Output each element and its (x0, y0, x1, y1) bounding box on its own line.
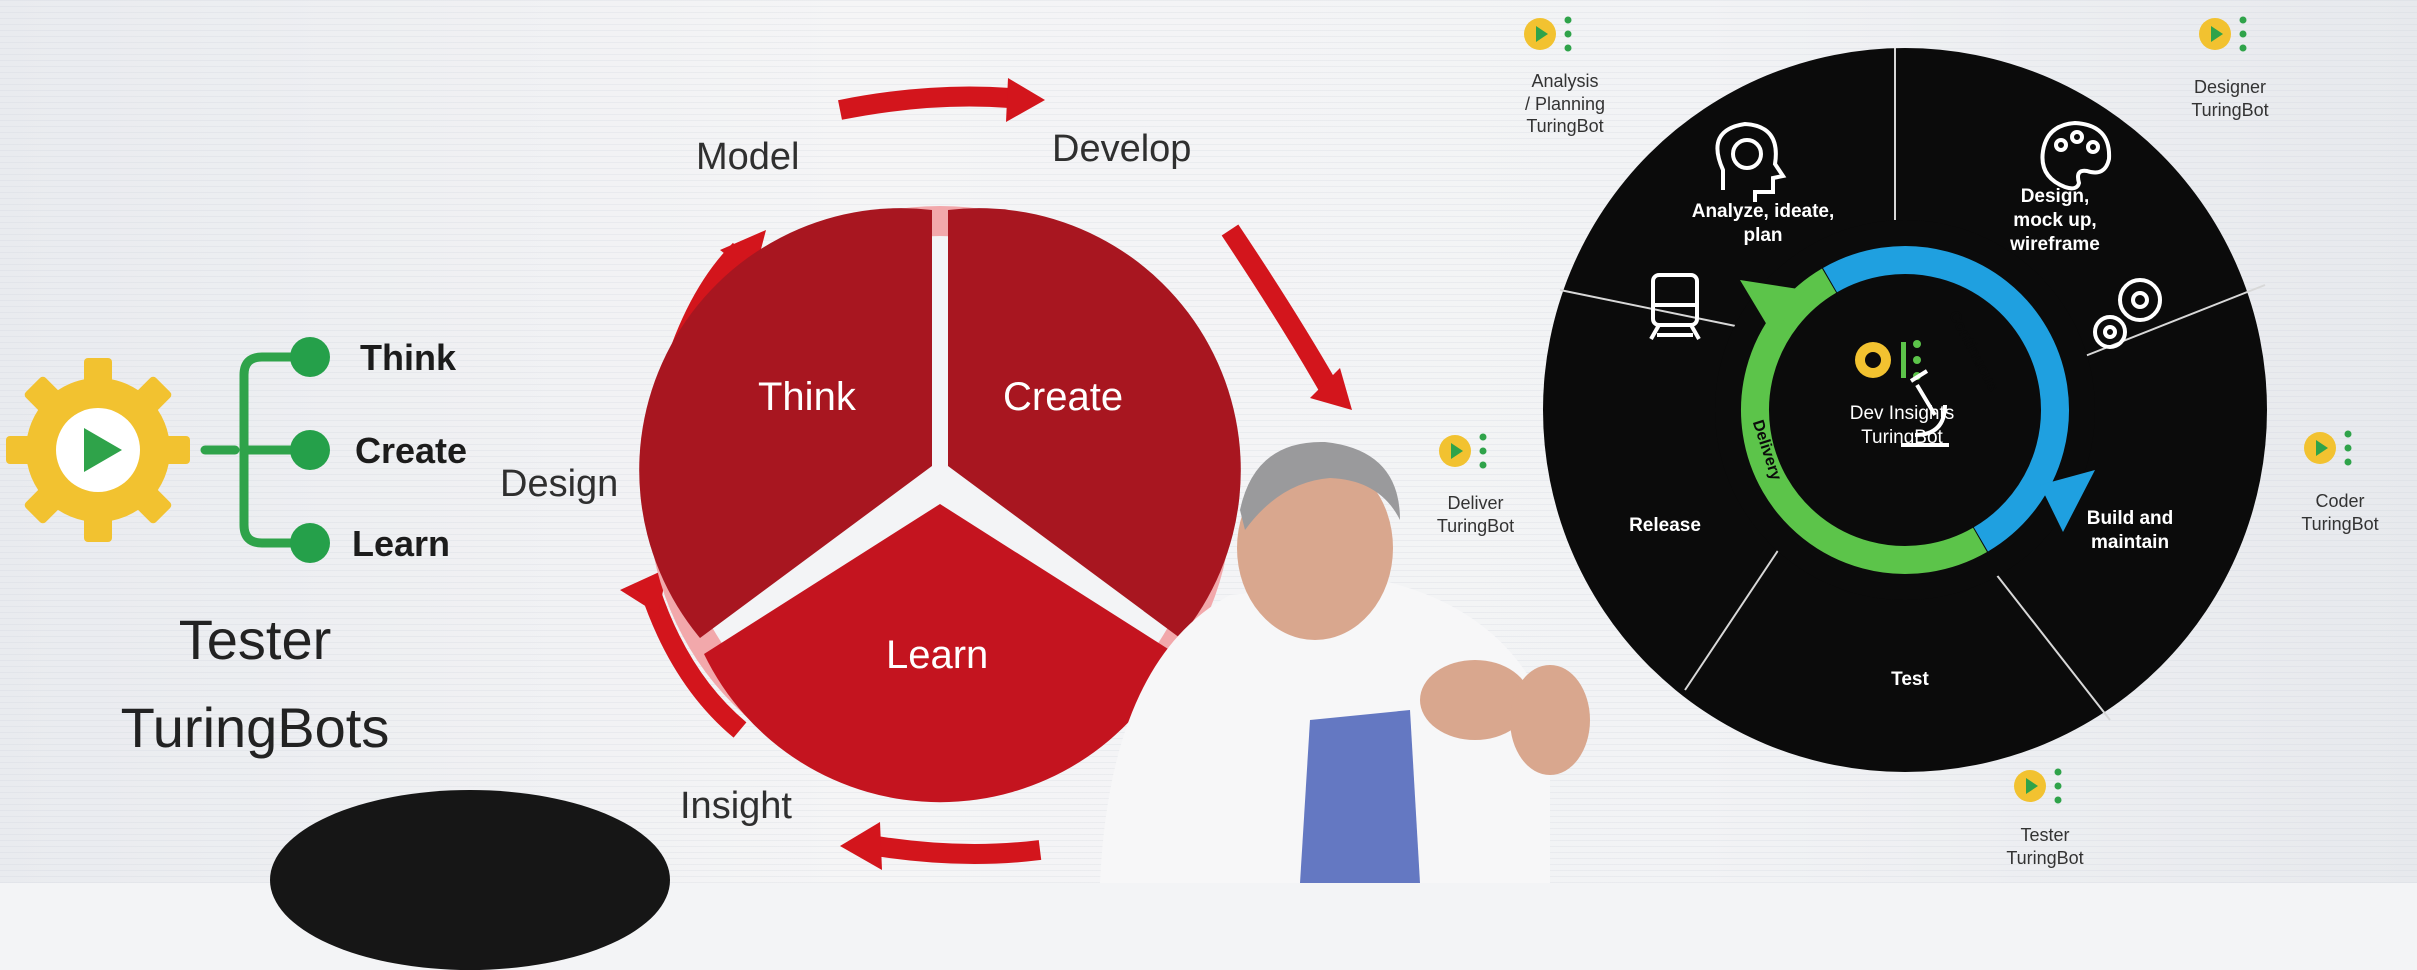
tester-title-line1: Tester (178, 608, 332, 671)
presenter-figure (1100, 441, 1590, 883)
tester-turingbot-graphic (6, 337, 330, 563)
ring-continuous (1741, 246, 2069, 574)
cycle-label-insight: Insight (680, 785, 792, 827)
slice-label-learn: Learn (886, 633, 989, 677)
audience-head-silhouette (270, 790, 670, 970)
branch-connector (200, 352, 295, 548)
ring-delivery (1741, 246, 2069, 574)
wheel-label-release: Release (1629, 515, 1701, 536)
cycle-slices (639, 208, 1241, 803)
palette-icon (2040, 120, 2112, 191)
tester-bot-icon (2014, 768, 2062, 804)
branch-dot-learn (290, 523, 330, 563)
deliver-bot-icon (1439, 433, 1487, 469)
microscope-icon (1901, 369, 1949, 447)
wheel-label-design: Design, mock up, wireframe (2010, 186, 2100, 255)
think-create-learn-cycle (620, 78, 1352, 870)
branch-label-create: Create (355, 430, 468, 471)
wheel-center-label: Dev Insights TuringBot (1849, 403, 1955, 448)
branch-dot-think (290, 337, 330, 377)
slice-label-think: Think (758, 375, 856, 419)
branch-dot-create (290, 430, 330, 470)
wheel-label-analyze: Analyze, ideate, plan (1691, 201, 1835, 246)
coder-bot-icon (2304, 430, 2352, 466)
slice-label-create: Create (1003, 375, 1124, 419)
designer-bot-icon (2199, 16, 2247, 52)
cycle-label-design: Design (500, 463, 619, 505)
cycle-arrowheads (620, 78, 1352, 870)
wheel-label-test: Test (1891, 669, 1929, 690)
gear-play-icon (6, 358, 190, 542)
branch-label-learn: Learn (352, 523, 451, 564)
slice-create (948, 208, 1241, 638)
tester-title-line2: TuringBots (120, 696, 390, 759)
dev-insights-bot-icon (1855, 340, 1921, 380)
gears-icon (2093, 278, 2162, 349)
dev-insights-wheel (1543, 48, 2267, 772)
wheel-label-build: Build and maintain (2086, 508, 2174, 553)
slice-think (639, 208, 932, 639)
slice-learn (704, 504, 1176, 803)
cycle-label-model: Model (696, 136, 800, 178)
branch-label-think: Think (360, 337, 456, 378)
head-brain-icon (1715, 121, 1787, 202)
analysis-bot-icon (1524, 16, 1572, 52)
train-icon (1649, 273, 1701, 340)
cycle-label-develop: Develop (1052, 128, 1192, 170)
